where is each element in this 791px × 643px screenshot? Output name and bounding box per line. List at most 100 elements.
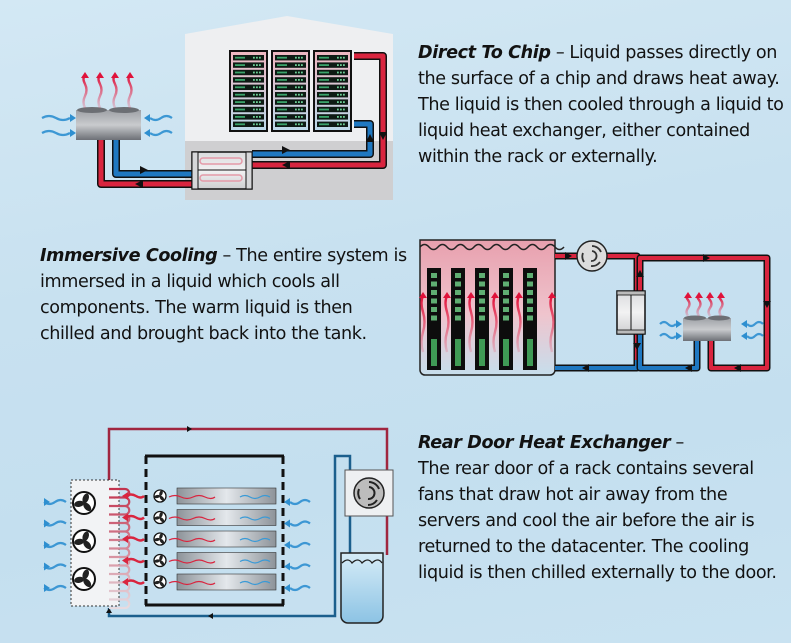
air-arrow-icon [284, 541, 311, 549]
server-unit [317, 69, 348, 76]
fan-icon [72, 529, 96, 553]
heat-arrow-icon [419, 292, 427, 353]
server-unit [317, 114, 348, 120]
server-shelves [122, 487, 277, 591]
immersive-cooling-description: The entire system is immersed in a liqui… [40, 246, 407, 344]
heat-arrow-icon [684, 292, 692, 317]
heat-exchanger [191, 151, 253, 190]
air-arrow-icon [284, 519, 311, 528]
heat-arrow-icon [695, 292, 703, 317]
heat-exchanger-immersive [616, 290, 646, 335]
separator: – [670, 433, 684, 453]
air-arrow-icon [659, 320, 682, 328]
server-unit [275, 121, 306, 127]
heat-arrow-icon [548, 292, 556, 353]
hot-pipe-outside [98, 140, 192, 187]
fan-icon [72, 567, 96, 591]
air-arrow-icon [43, 498, 67, 506]
server-rack [313, 50, 352, 132]
server-unit [317, 92, 348, 98]
immersion-tank [419, 239, 565, 376]
rack-frame [144, 454, 285, 607]
air-arrow-icon [43, 519, 67, 528]
server-unit [233, 62, 264, 68]
air-flow-arrows-rear [43, 498, 311, 592]
rear-door-title: Rear Door Heat Exchanger [418, 433, 671, 453]
door-fan-icon [153, 489, 167, 503]
server-unit [317, 121, 348, 127]
coil-fans [72, 491, 96, 591]
server-unit [317, 84, 348, 90]
heat-arrow-icon [717, 292, 725, 317]
server-unit [233, 114, 264, 120]
server-unit [317, 77, 348, 83]
separator: – [217, 246, 237, 266]
cold-pipe-outside [113, 140, 192, 177]
dry-cooler-unit-immersive [683, 315, 731, 341]
server-rack [271, 50, 310, 132]
door-fan-icon [153, 510, 167, 525]
immersive-cooling-text: Immersive Cooling – The entire system is… [40, 243, 408, 347]
direct-to-chip-text: Direct To Chip – Liquid passes directly … [418, 40, 788, 170]
server-unit [233, 106, 264, 113]
air-flow-arrows [41, 114, 173, 137]
air-arrow-icon [284, 562, 311, 571]
air-arrow-icon [41, 114, 76, 122]
hot-return-pipe [252, 53, 386, 168]
server-unit [275, 77, 306, 83]
heat-arrow-icon [96, 72, 104, 109]
server-board [491, 268, 513, 370]
server-board [467, 268, 489, 370]
chiller-fan [344, 469, 394, 517]
fan-icon [72, 491, 96, 515]
server-shelf [122, 552, 277, 569]
server-unit [275, 62, 306, 68]
air-arrow-icon [284, 584, 311, 592]
heat-arrow-icon [706, 292, 714, 317]
hot-air-arrow-icon [122, 492, 145, 500]
server-unit [317, 106, 348, 113]
dry-cooler-unit [76, 107, 141, 140]
server-racks [229, 50, 352, 132]
heat-arrow-icon [443, 292, 451, 353]
rear-door-description: The rear door of a rack contains several… [418, 459, 777, 583]
air-arrow-icon [284, 498, 311, 506]
server-unit [233, 69, 264, 76]
server-unit [317, 55, 348, 61]
immersive-cooling-title: Immersive Cooling [40, 246, 218, 266]
heat-arrow-icon [111, 72, 119, 109]
server-unit [275, 99, 306, 105]
hot-loop-external [638, 256, 769, 370]
air-flow-arrows-immersive [659, 320, 764, 340]
separator: – [550, 43, 570, 63]
server-shelf [122, 530, 277, 548]
server-board [443, 268, 465, 370]
server-unit [317, 99, 348, 105]
server-unit [275, 114, 306, 120]
cold-pipe-tank-in [555, 360, 639, 370]
door-fan-icon [153, 553, 167, 568]
server-unit [275, 84, 306, 90]
heat-arrow-icon [491, 292, 499, 353]
flow-arrows-immersive [565, 252, 771, 372]
hot-air-arrow-icon [122, 578, 145, 586]
flow-arrows [135, 132, 387, 188]
door-fan-icon [153, 575, 167, 589]
rear-door-text: Rear Door Heat Exchanger – The rear door … [418, 430, 788, 586]
heat-arrows [81, 72, 134, 109]
air-arrow-icon [741, 332, 764, 340]
heat-arrow-icon [467, 292, 475, 353]
heat-arrows-immersive [684, 292, 725, 317]
server-unit [233, 84, 264, 90]
server-unit [233, 92, 264, 98]
air-arrow-icon [741, 320, 764, 328]
server-unit [233, 121, 264, 127]
air-arrow-icon [43, 541, 67, 549]
door-fan-icon [153, 532, 167, 546]
server-unit [233, 55, 264, 61]
heat-arrow-icon [126, 72, 134, 109]
air-arrow-icon [144, 129, 173, 137]
heat-arrow-icon [81, 72, 89, 109]
heat-arrow-icon [515, 292, 523, 353]
